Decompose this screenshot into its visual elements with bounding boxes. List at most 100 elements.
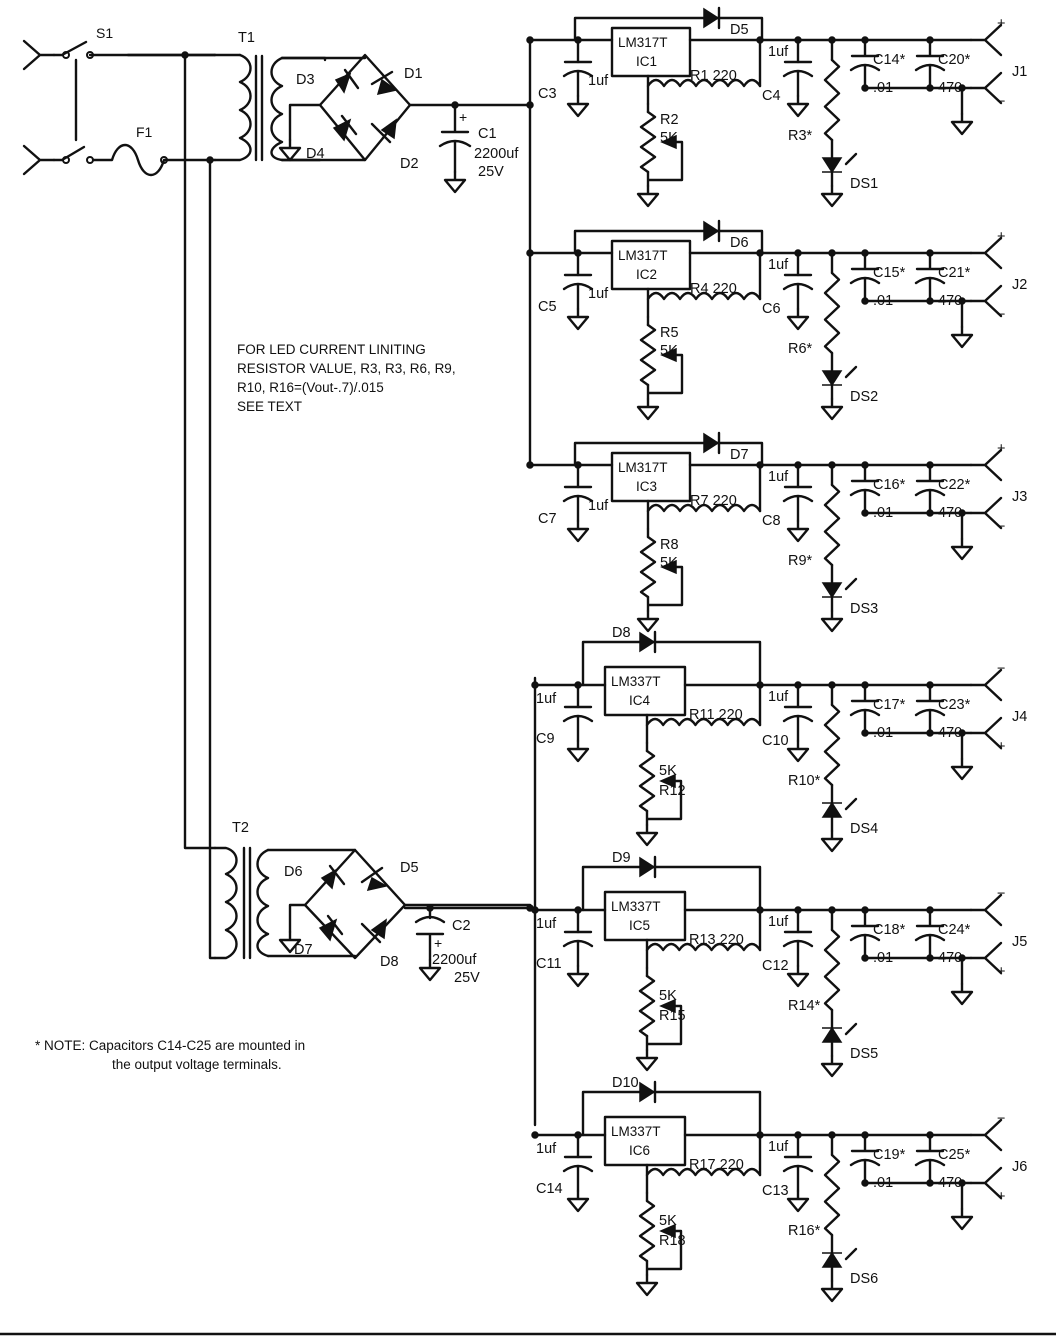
led-label: DS4 <box>850 821 878 837</box>
junction-dot <box>828 36 836 44</box>
led-label: DS5 <box>850 1046 878 1062</box>
junction-dot <box>531 906 539 914</box>
in-cap-value: 1uf <box>536 916 557 932</box>
junction-dot <box>861 461 869 469</box>
in-cap-label: C14 <box>536 1181 563 1197</box>
bridge-bottom: D6 D5 D7 D8 + C2 2200uf 25V <box>278 848 532 986</box>
ground-icon <box>636 397 660 421</box>
ground-icon <box>566 964 590 988</box>
ground-icon <box>786 739 810 763</box>
led-resistor-icon <box>823 703 841 787</box>
junction-dot <box>958 954 966 962</box>
cap-note-line-1: * NOTE: Capacitors C14-C25 are mounted i… <box>35 1038 305 1053</box>
ic-chip-label: LM317T <box>618 35 668 50</box>
pot-icon <box>638 749 656 813</box>
c_b-cap-icon <box>914 1133 946 1185</box>
led-ray <box>844 1247 858 1261</box>
diode-loop-wire <box>573 229 764 255</box>
diode-loop-wire <box>573 441 764 467</box>
diode-loop-wire <box>581 1090 762 1137</box>
set-resistor-icon <box>646 503 762 513</box>
in-cap-icon <box>562 273 594 311</box>
regulator-ic-box <box>610 26 692 78</box>
in-cap-label: C3 <box>538 86 557 102</box>
ic-ref-label: IC3 <box>636 479 657 494</box>
jack-top-sign: − <box>997 886 1005 902</box>
junction-dot <box>958 729 966 737</box>
set-resistor-icon <box>645 942 762 952</box>
out-cap-label: C13 <box>762 1183 789 1199</box>
led-ray <box>844 365 858 379</box>
junction-dot <box>574 36 582 44</box>
led-resistor-icon <box>823 928 841 1012</box>
led-resistor-icon <box>823 271 841 355</box>
d1-label: D1 <box>404 66 423 82</box>
led-res-label: R10* <box>788 773 821 789</box>
diode-icon <box>639 856 656 878</box>
c_b-cap-icon <box>914 463 946 515</box>
diode-label: D9 <box>612 850 631 866</box>
jack-bottom-sign: − <box>997 307 1005 323</box>
led-icon <box>821 370 843 387</box>
in-cap-icon <box>562 1155 594 1193</box>
d7-label: D7 <box>294 942 313 958</box>
ground-icon <box>566 94 590 118</box>
junction-dot <box>828 1131 836 1139</box>
c_b-cap-icon <box>914 908 946 960</box>
led-resistor-icon <box>823 1153 841 1237</box>
pot-arrow-icon <box>659 773 676 789</box>
out-cap-value: 1uf <box>768 1139 789 1155</box>
ground-icon <box>786 519 810 543</box>
out-cap-icon <box>782 485 814 523</box>
ac-plug-top-icon <box>22 39 56 71</box>
led-res-label: R6* <box>788 341 813 357</box>
set-resistor-label: R1 220 <box>690 68 737 84</box>
ground-icon <box>820 1054 844 1078</box>
junction-dot <box>756 681 764 689</box>
out-cap-label: C8 <box>762 513 781 529</box>
d8-label: D8 <box>380 954 399 970</box>
set-resistor-label: R13 220 <box>689 932 744 948</box>
junction-dot <box>794 249 802 257</box>
ground-icon <box>566 519 590 543</box>
ground-icon <box>950 112 974 136</box>
led-res-label: R9* <box>788 553 813 569</box>
ground-icon <box>950 325 974 349</box>
junction-dot <box>926 681 934 689</box>
pot-wiper-wire <box>645 741 683 827</box>
pot-value: 5K <box>660 555 678 571</box>
c_a-label: C19* <box>873 1147 906 1163</box>
in-cap-icon <box>562 930 594 968</box>
c2-voltage: 25V <box>454 970 480 986</box>
diode-icon <box>703 432 720 454</box>
junction-dot <box>574 461 582 469</box>
ground-icon <box>820 397 844 421</box>
diode-label: D7 <box>730 447 749 463</box>
junction-dot <box>861 36 869 44</box>
pot-arrow-icon <box>659 1223 676 1239</box>
switch-label: S1 <box>96 25 113 41</box>
jack-top-sign: − <box>997 1111 1005 1127</box>
junction-dot <box>926 249 934 257</box>
out-cap-value: 1uf <box>768 257 789 273</box>
set-resistor-icon <box>646 78 762 88</box>
bridge-top: D3 D1 D4 D2 + C1 2200uf 25V <box>278 53 534 194</box>
led-label: DS3 <box>850 601 878 617</box>
diode-label: D8 <box>612 625 631 641</box>
ground-icon <box>636 184 660 208</box>
pot-icon <box>638 974 656 1038</box>
c_a-cap-icon <box>849 1133 881 1185</box>
led-icon <box>821 582 843 599</box>
out-cap-label: C12 <box>762 958 789 974</box>
out-cap-value: 1uf <box>768 914 789 930</box>
d2-label: D2 <box>400 156 419 172</box>
led-res-label: R3* <box>788 128 813 144</box>
in-cap-label: C7 <box>538 511 557 527</box>
ground-icon <box>786 964 810 988</box>
set-resistor-icon <box>645 717 762 727</box>
junction-dot <box>756 36 764 44</box>
junction-dot <box>526 36 534 44</box>
